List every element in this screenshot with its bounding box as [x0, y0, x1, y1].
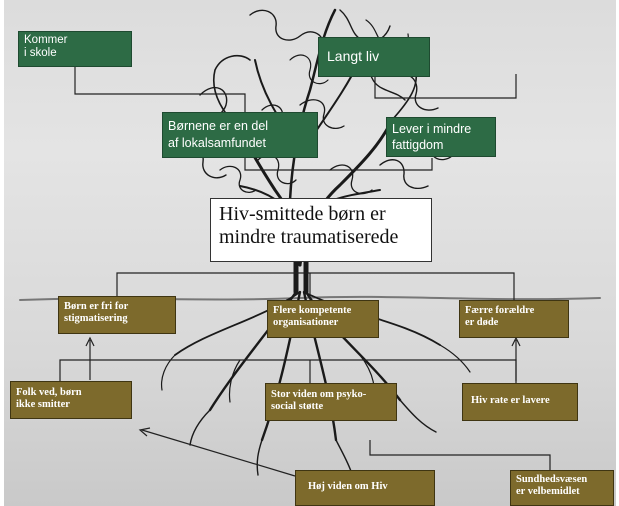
box-boernene-lokalsamfundet: Børnene er en del af lokalsamfundet [162, 112, 318, 158]
connector-benefits-bottom [244, 158, 433, 171]
box-folk-ved-boern-ikke-smitter: Folk ved, børn ikke smitter [10, 381, 132, 419]
box-kommer-i-skole: Kommer i skole [18, 31, 132, 67]
box-faerre-foraeldre-doede: Færre forældre er døde [459, 300, 569, 338]
box-kommer-i-skole-text: Kommer i skole [24, 34, 68, 59]
connector-langt-liv [374, 74, 517, 99]
box-lever-i-mindre-fattigdom: Lever i mindre fattigdom [386, 117, 496, 157]
connector-bottom-factors [369, 440, 551, 470]
arrow-folk-to-boern-head [85, 336, 95, 347]
tree-trunk [293, 259, 309, 295]
arrow-hoej-viden-to-folk-head [138, 427, 151, 437]
box-flere-kompetente-organisationer: Flere kompetente organisationer [267, 300, 379, 338]
box-boernene-lokalsamfundet-text: Børnene er en del af lokalsamfundet [168, 119, 269, 150]
box-hiv-rate-lavere: Hiv rate er lavere [462, 383, 578, 421]
box-folk-ved-boern-ikke-smitter-text: Folk ved, børn ikke smitter [16, 387, 82, 410]
box-langt-liv: Langt liv [318, 37, 430, 77]
box-langt-liv-text: Langt liv [327, 48, 380, 64]
box-hiv-rate-lavere-text: Hiv rate er lavere [471, 395, 550, 406]
box-sundhedsvaesen-velbemidlet-text: Sundhedsvæsen er velbemidlet [516, 474, 588, 497]
connector-kommer-i-skole [74, 67, 246, 112]
box-boern-fri-stigmatisering-text: Børn er fri for stigmatisering [64, 301, 129, 324]
box-sundhedsvaesen-velbemidlet: Sundhedsvæsen er velbemidlet [510, 470, 614, 506]
box-lever-i-mindre-fattigdom-text: Lever i mindre fattigdom [392, 122, 472, 152]
core-text: Hiv-smittede børn er mindre traumatisere… [219, 203, 399, 248]
box-hoej-viden-om-hiv: Høj viden om Hiv [295, 470, 435, 506]
box-flere-kompetente-organisationer-text: Flere kompetente organisationer [273, 305, 352, 328]
box-stor-viden-psykosocial: Stor viden om psyko- social støtte [265, 383, 397, 421]
box-stor-viden-psykosocial-text: Stor viden om psyko- social støtte [271, 389, 367, 412]
arrow-hoej-viden-to-folk [141, 429, 296, 477]
box-boern-fri-stigmatisering: Børn er fri for stigmatisering [58, 296, 176, 334]
box-core-mindre-traumatiserede: Hiv-smittede børn er mindre traumatisere… [210, 198, 432, 262]
arrow-hiv-to-faerre-head [511, 336, 521, 347]
connector-lines [59, 67, 551, 477]
connector-middle-factors [59, 359, 517, 383]
connector-top-factors [116, 272, 515, 300]
box-faerre-foraeldre-doede-text: Færre forældre er døde [465, 305, 535, 328]
box-hoej-viden-om-hiv-text: Høj viden om Hiv [308, 481, 388, 492]
